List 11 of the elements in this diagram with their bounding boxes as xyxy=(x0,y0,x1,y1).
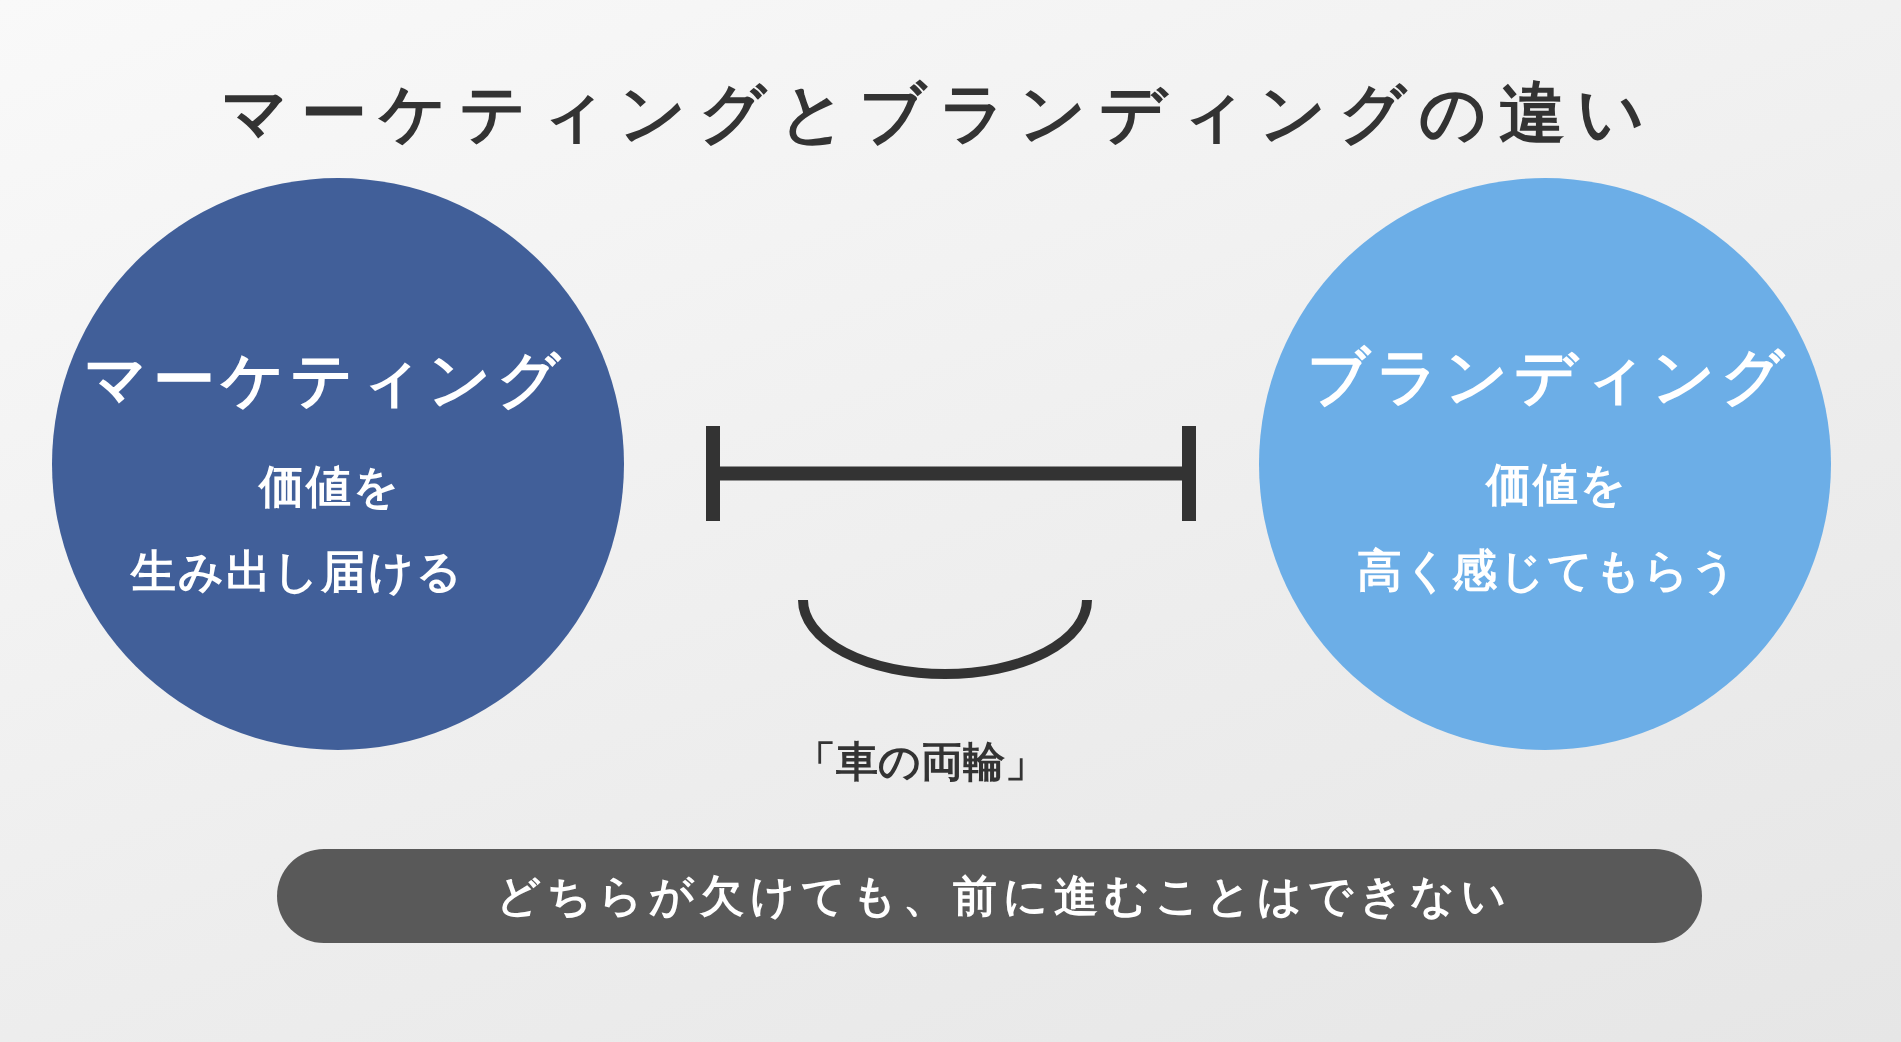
circle-text: 高く感じてもらう xyxy=(1356,545,1739,597)
circle-heading: マーケティング xyxy=(83,344,566,416)
quote-label: 「車の両輪」 xyxy=(793,737,1047,787)
circle-heading: ブランディング xyxy=(1305,341,1790,413)
circle-text: 生み出し届ける xyxy=(129,546,464,598)
circle-node xyxy=(52,178,624,750)
circle-text: 価値を xyxy=(257,461,401,513)
circle-node xyxy=(1259,178,1831,750)
circle-text: 価値を xyxy=(1484,459,1628,511)
title: マーケティングとブランディングの違い xyxy=(220,76,1657,152)
banner-text: どちらが欠けても、前に進むことはできない xyxy=(495,870,1512,922)
